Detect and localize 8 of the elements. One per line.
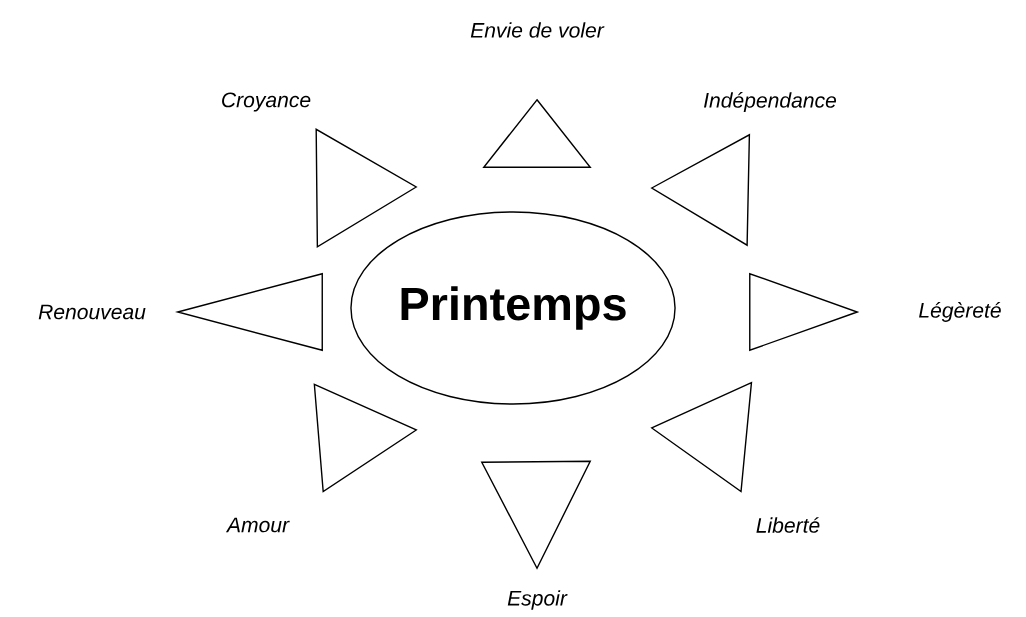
ray-label: Espoir bbox=[507, 590, 568, 610]
ray-label: Croyance bbox=[222, 92, 311, 112]
ray-label: Liberté bbox=[756, 517, 820, 533]
ray-label: Indépendance bbox=[704, 92, 837, 112]
ray-label: Légèreté bbox=[919, 302, 1001, 322]
ray-label: Renouveau bbox=[38, 304, 146, 320]
ray-label: Amour bbox=[225, 517, 290, 533]
ray-label: Envie de voler bbox=[470, 22, 605, 38]
